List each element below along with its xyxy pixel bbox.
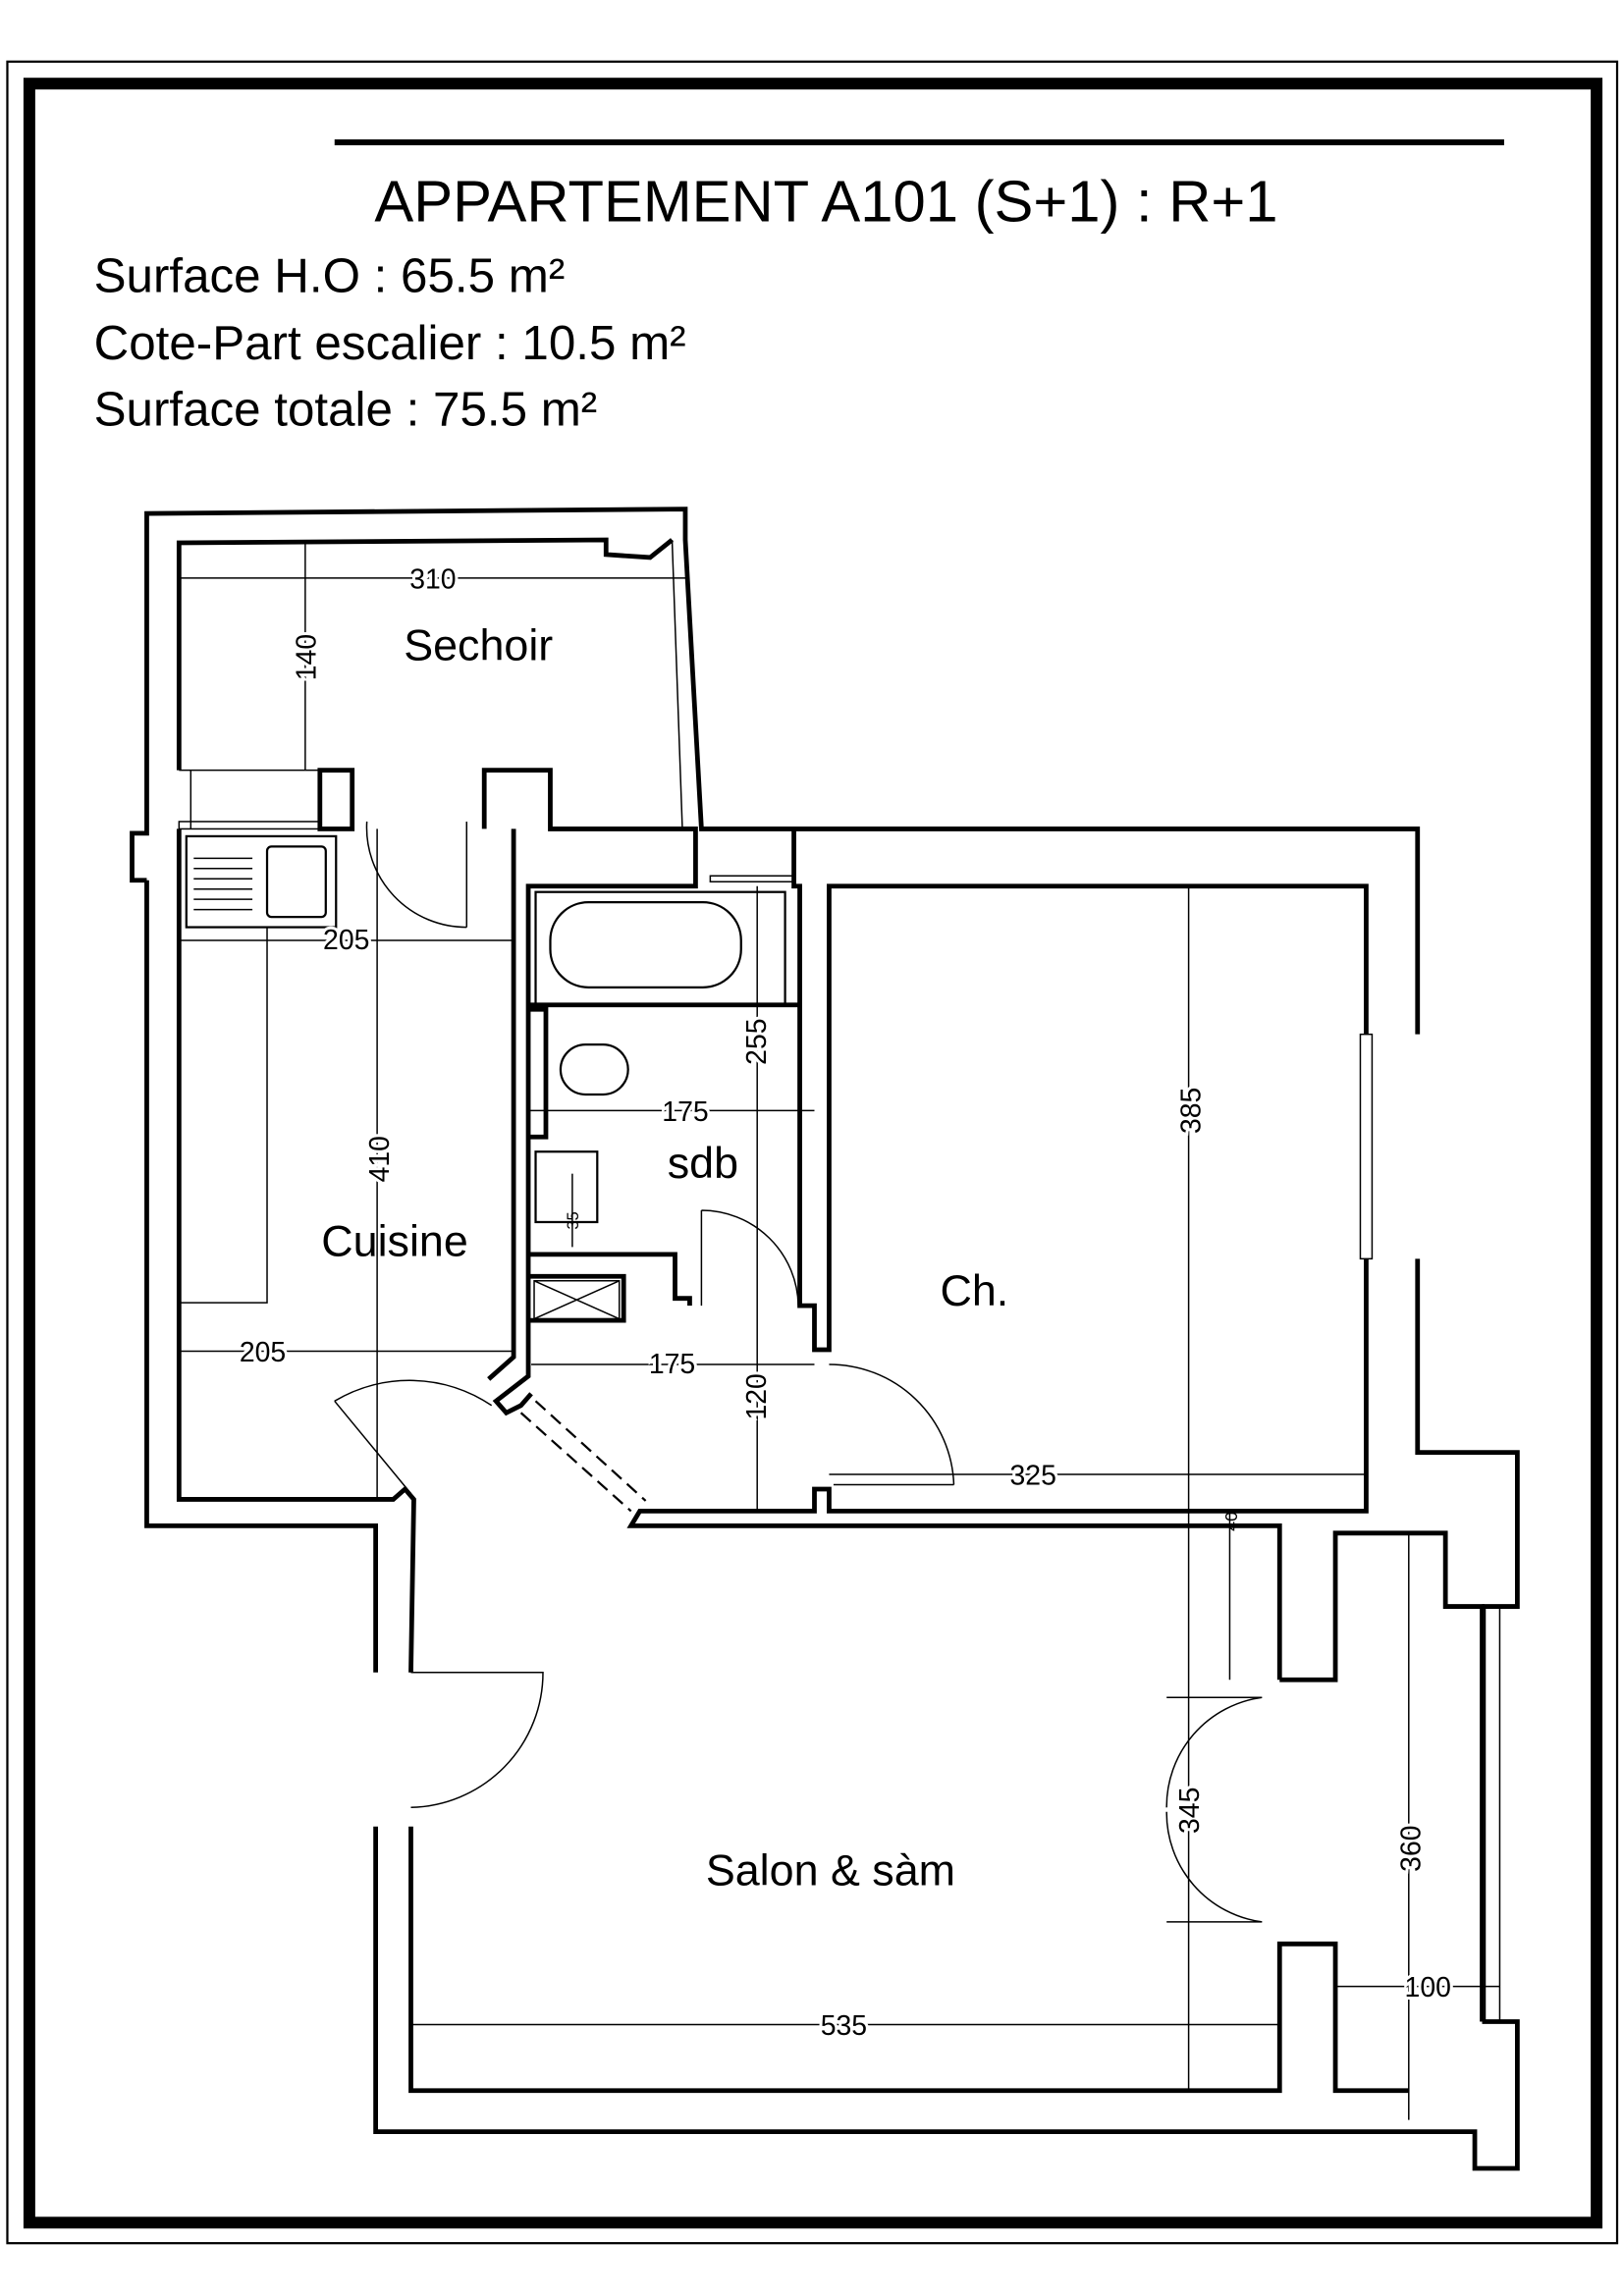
drainboard-icon	[193, 857, 253, 911]
room-label-cuisine: Cuisine	[321, 1215, 468, 1265]
dimension-labels: 310 140 205 410 175 255 35 205 175 120 3…	[237, 561, 1454, 2045]
kitchen-sink	[185, 834, 338, 929]
dim-balcony-length: 360	[1396, 1825, 1428, 1871]
door-cuisine	[334, 1379, 493, 1494]
inner-frame	[23, 78, 1603, 2229]
toilet	[559, 1043, 629, 1096]
shower-cross	[533, 1280, 621, 1320]
door-chambre	[829, 1363, 955, 1486]
dim-wall: 40	[1221, 1512, 1241, 1531]
room-label-chambre: Ch.	[941, 1265, 1009, 1315]
room-label-sechoir: Sechoir	[404, 620, 553, 670]
dim-sdb-length: 255	[741, 1018, 773, 1064]
room-label-salon: Salon & sàm	[706, 1845, 955, 1896]
balcony-railing	[1484, 1605, 1501, 2023]
dimension-lines	[179, 542, 1500, 2120]
surface-totale: Surface totale : 75.5 m²	[94, 382, 598, 436]
bathtub-basin	[549, 901, 742, 988]
outer-frame	[6, 60, 1619, 2245]
dim-sink-depth: 35	[565, 1211, 582, 1229]
sliding-door	[519, 1400, 647, 1513]
plan-title: APPARTEMENT A101 (S+1) : R+1	[374, 169, 1277, 235]
dim-cuisine-width-top: 205	[323, 925, 369, 956]
dim-cuisine-width-bottom: 205	[240, 1337, 286, 1368]
dim-sechoir-width: 310	[409, 563, 456, 595]
window-kitchen	[178, 821, 321, 830]
dim-balcony-width: 100	[1405, 1972, 1451, 2003]
cote-part: Cote-Part escalier : 10.5 m²	[94, 316, 686, 370]
dim-corridor-depth: 120	[741, 1373, 773, 1419]
sechoir-railing	[179, 539, 703, 829]
sink-basin	[265, 845, 327, 919]
dim-corridor-width: 175	[649, 1349, 695, 1380]
washbasin	[534, 1150, 599, 1224]
window-chambre	[1359, 1033, 1374, 1260]
dim-sdb-width: 175	[662, 1096, 708, 1128]
door-entrance	[410, 1672, 544, 1809]
dim-sechoir-depth: 140	[291, 634, 322, 680]
window-sdb	[709, 875, 795, 882]
room-label-sdb: sdb	[668, 1138, 738, 1188]
pillar	[317, 768, 355, 831]
dim-salon-width: 535	[821, 2010, 867, 2042]
sechoir-walls	[176, 537, 675, 771]
exterior-wall	[130, 507, 1520, 2171]
kitchen-counter	[179, 927, 268, 1304]
surface-ho: Surface H.O : 65.5 m²	[94, 248, 566, 302]
bathtub	[534, 890, 786, 1006]
door-sechoir	[365, 821, 468, 929]
dim-salon-depth: 345	[1174, 1788, 1206, 1834]
dim-cuisine-length: 410	[364, 1136, 396, 1182]
door-balcony	[1165, 1696, 1263, 1923]
door-sdb	[700, 1209, 799, 1307]
interior-wall	[176, 768, 1485, 2094]
shower	[533, 1280, 621, 1320]
dim-chambre-length: 385	[1176, 1088, 1208, 1134]
dim-chambre-width: 325	[1010, 1461, 1056, 1492]
